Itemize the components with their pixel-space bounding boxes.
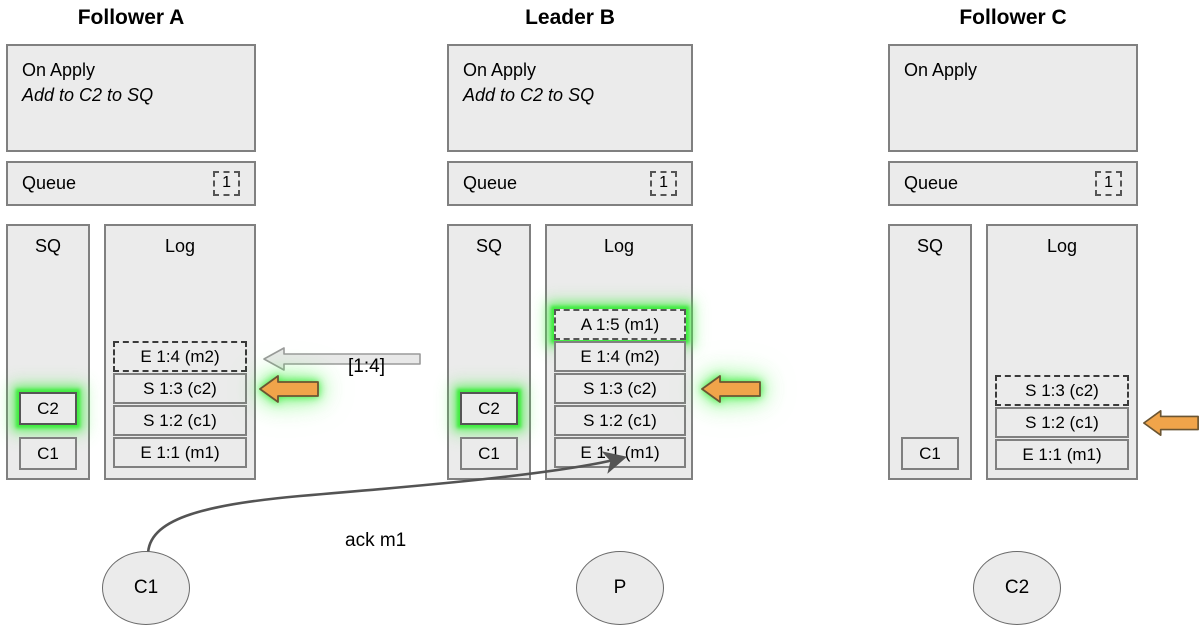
queue-count-follower-c: 1 <box>1095 171 1122 196</box>
queue-count-leader-b: 1 <box>650 171 677 196</box>
sq-entry-follower-a-c1: C1 <box>19 437 77 470</box>
queue-label-follower-c: Queue <box>904 173 959 193</box>
actor-client-c2[interactable]: C2 <box>973 551 1061 625</box>
node-title-follower-c: Follower C <box>959 6 1067 29</box>
queue-box-follower-c: Queue 1 <box>888 161 1138 206</box>
log-header-follower-c: Log <box>1046 236 1078 256</box>
actor-client-c1[interactable]: C1 <box>102 551 190 625</box>
sq-header-leader-b: SQ <box>475 236 502 256</box>
actor-producer-p[interactable]: P <box>576 551 664 625</box>
log-header-follower-a: Log <box>164 236 196 256</box>
queue-label-leader-b: Queue <box>463 173 518 193</box>
on-apply-action-follower-a: Add to C2 to SQ <box>22 85 154 105</box>
sq-entry-follower-a-c2: C2 <box>19 392 77 425</box>
sq-entry-leader-b-c2: C2 <box>460 392 518 425</box>
log-entry-leader-b-0: A 1:5 (m1) <box>554 309 686 340</box>
log-entry-follower-a-2: S 1:2 (c1) <box>113 405 247 436</box>
log-entry-follower-a-1: S 1:3 (c2) <box>113 373 247 404</box>
queue-count-follower-a: 1 <box>213 171 240 196</box>
on-apply-header-follower-a: On Apply <box>22 60 96 80</box>
on-apply-header-leader-b: On Apply <box>463 60 537 80</box>
log-entry-leader-b-3: S 1:2 (c1) <box>554 405 686 436</box>
node-title-leader-b: Leader B <box>525 6 615 29</box>
sq-entry-leader-b-c1: C1 <box>460 437 518 470</box>
on-apply-box-follower-c: On Apply <box>888 44 1138 152</box>
ack-flow-label: ack m1 <box>345 530 407 551</box>
on-apply-box-leader-b: On Apply Add to C2 to SQ <box>447 44 693 152</box>
commit-arrow-follower-c <box>1143 409 1199 437</box>
queue-label-follower-a: Queue <box>22 173 77 193</box>
sq-header-follower-a: SQ <box>34 236 61 256</box>
node-title-follower-a: Follower A <box>77 6 185 29</box>
replication-arrow-label: [1:4] <box>348 356 385 377</box>
queue-box-leader-b: Queue 1 <box>447 161 693 206</box>
on-apply-box-follower-a: On Apply Add to C2 to SQ <box>6 44 256 152</box>
sq-entry-follower-c-c1: C1 <box>901 437 959 470</box>
log-header-leader-b: Log <box>603 236 635 256</box>
sq-header-follower-c: SQ <box>916 236 943 256</box>
commit-arrow-follower-a <box>259 375 319 403</box>
commit-arrow-leader-b <box>701 375 761 403</box>
log-entry-follower-a-3: E 1:1 (m1) <box>113 437 247 468</box>
log-entry-follower-a-0: E 1:4 (m2) <box>113 341 247 372</box>
log-entry-follower-c-2: E 1:1 (m1) <box>995 439 1129 470</box>
on-apply-header-follower-c: On Apply <box>904 60 978 80</box>
log-entry-leader-b-2: S 1:3 (c2) <box>554 373 686 404</box>
log-entry-follower-c-0: S 1:3 (c2) <box>995 375 1129 406</box>
replication-arrow-gray <box>263 347 421 371</box>
log-entry-follower-c-1: S 1:2 (c1) <box>995 407 1129 438</box>
queue-box-follower-a: Queue 1 <box>6 161 256 206</box>
ack-flow-arrow <box>146 451 628 556</box>
on-apply-action-leader-b: Add to C2 to SQ <box>463 85 595 105</box>
log-entry-leader-b-1: E 1:4 (m2) <box>554 341 686 372</box>
